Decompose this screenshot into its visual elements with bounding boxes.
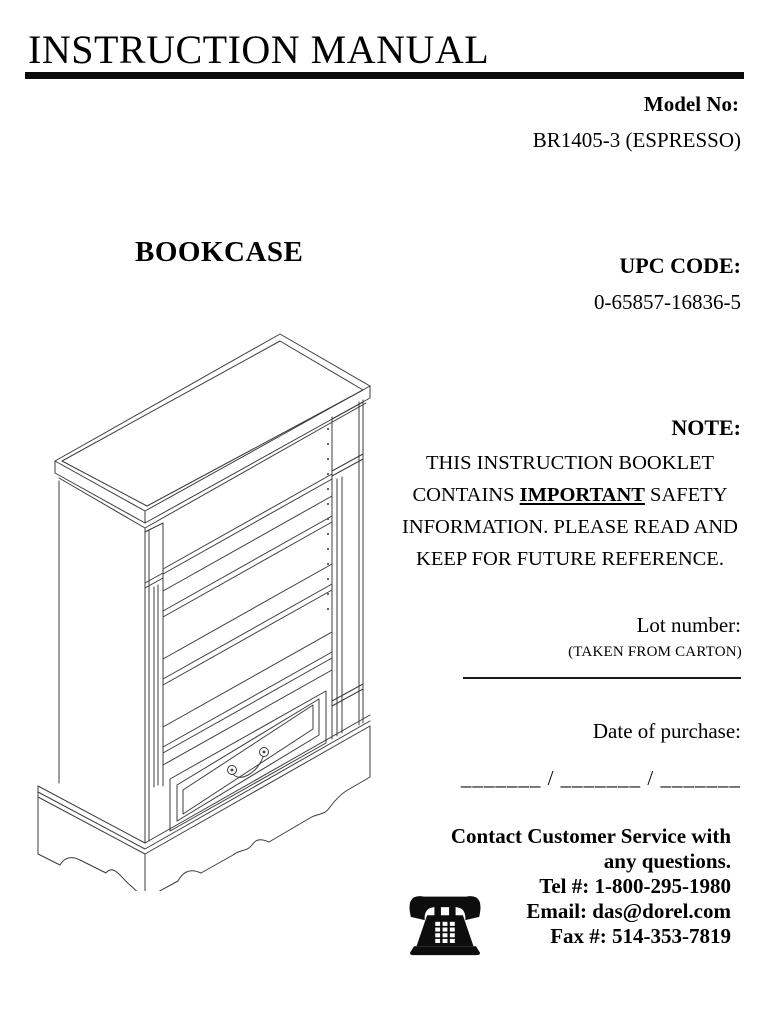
telephone-icon: [409, 896, 481, 956]
product-heading: BOOKCASE: [135, 236, 304, 268]
date-of-purchase-blanks: _______ / _______ / _______: [460, 766, 741, 790]
model-number-label: Model No:: [643, 92, 739, 116]
lot-number-write-in-line: [463, 677, 741, 679]
contact-fax: Fax #: 514-353-7819: [550, 924, 731, 948]
lot-number-label: Lot number:: [636, 613, 741, 637]
title-divider-rule: [25, 72, 744, 79]
note-text: THIS INSTRUCTION BOOKLET CONTAINS IMPORT…: [395, 447, 745, 575]
note-text-important: IMPORTANT: [519, 484, 645, 506]
contact-heading-line1: Contact Customer Service with: [450, 824, 731, 848]
note-text-after: SAFETY INFORMATION. PLEASE READ AND KEEP…: [402, 484, 738, 570]
upc-code-value: 0-65857-16836-5: [594, 290, 741, 314]
contact-heading-line2: any questions.: [603, 849, 731, 873]
contact-block: Contact Customer Service with any questi…: [451, 824, 731, 949]
note-label: NOTE:: [671, 415, 741, 440]
shelf-pin-holes: [326, 427, 330, 611]
page-title: INSTRUCTION MANUAL: [28, 27, 490, 72]
bookcase-illustration: [37, 333, 371, 891]
lot-number-sublabel: (TAKEN FROM CARTON): [568, 644, 742, 660]
contact-tel: Tel #: 1-800-295-1980: [539, 874, 731, 898]
upc-code-label: UPC CODE:: [619, 253, 741, 278]
date-of-purchase-label: Date of purchase:: [592, 719, 741, 743]
model-number-value: BR1405-3 (ESPRESSO): [532, 128, 741, 152]
note-text-before: THIS INSTRUCTION BOOKLET CONTAINS: [412, 452, 715, 506]
contact-email: Email: das@dorel.com: [526, 899, 731, 923]
